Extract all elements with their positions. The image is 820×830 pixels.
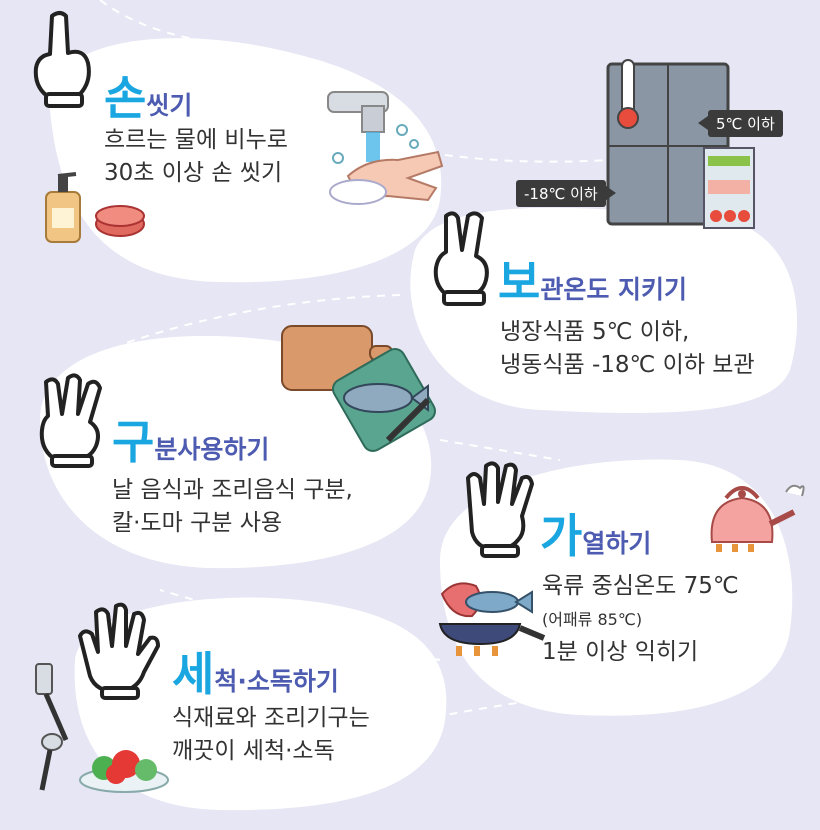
hand-five-fingers-icon bbox=[78, 602, 160, 700]
step3-desc: 날 음식과 조리음식 구분, 칼·도마 구분 사용 bbox=[112, 477, 353, 536]
step4-desc: 육류 중심온도 75℃ (어패류 85℃) 1분 이상 익히기 bbox=[542, 573, 739, 665]
dash-2 bbox=[119, 294, 401, 346]
fridge-icon bbox=[606, 59, 755, 229]
hand-three-fingers-icon bbox=[39, 373, 102, 468]
frying-pan-food-icon bbox=[438, 582, 546, 656]
step2-title: 보관온도 지키기 bbox=[498, 255, 688, 309]
step1-title: 손씻기 bbox=[104, 71, 193, 125]
fridge-temp-label: 5℃ 이하 bbox=[698, 110, 783, 137]
soap-bottle-icon bbox=[45, 172, 145, 243]
step4-title: 가열하기 bbox=[540, 509, 652, 563]
faucet-hands-icon bbox=[327, 91, 444, 205]
step5-title: 세척·소독하기 bbox=[172, 647, 339, 701]
card-cook bbox=[440, 459, 793, 716]
card-clean bbox=[74, 597, 447, 811]
step3-title: 구분사용하기 bbox=[112, 415, 270, 469]
hand-one-finger-icon bbox=[33, 11, 91, 108]
step2-desc: 냉장식품 5℃ 이하, 냉동식품 -18℃ 이하 보관 bbox=[500, 319, 755, 378]
hand-four-fingers-icon bbox=[466, 461, 534, 558]
hand-two-fingers-icon bbox=[433, 211, 489, 306]
cutting-board-knife-icon bbox=[281, 325, 436, 452]
card-storage bbox=[410, 207, 798, 414]
utensils-vegetables-icon bbox=[35, 663, 169, 793]
freezer-temp-label: -18℃ 이하 bbox=[516, 180, 616, 207]
dash-top bbox=[99, 0, 201, 41]
kettle-icon bbox=[710, 484, 805, 552]
step5-desc: 식재료와 조리기구는 깨끗이 세척·소독 bbox=[172, 705, 370, 764]
dash-1 bbox=[444, 154, 611, 163]
dash-3 bbox=[439, 439, 561, 461]
step1-desc: 흐르는 물에 비누로 30초 이상 손 씻기 bbox=[104, 127, 288, 186]
